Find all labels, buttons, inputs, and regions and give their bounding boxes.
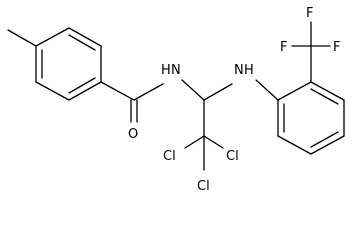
amine-aryl-bond: [255, 79, 279, 101]
amine-n-label: N: [234, 63, 244, 78]
amide-n-label: N: [171, 63, 181, 78]
aniline-ring: [277, 81, 345, 155]
toluene-ring: [35, 27, 102, 101]
fluorine-top-label: F: [306, 6, 313, 21]
structure-canvas: O H N N H Cl Cl Cl F F F: [7, 6, 345, 194]
chlorine-bottom-label: Cl: [197, 179, 210, 194]
ccl-left-bond: [184, 135, 205, 149]
aryl-carbonyl-bond: [100, 81, 135, 101]
carbonyl-amide-bond: [133, 83, 164, 101]
amide-h-label: H: [161, 63, 171, 78]
amine-h-label: H: [244, 63, 254, 78]
fluorine-left-label: F: [280, 40, 287, 55]
methyl-bond: [7, 29, 37, 47]
carbonyl-double-bond: [130, 99, 138, 123]
carbonyl-oxygen-label: O: [128, 127, 138, 142]
chemical-structure: O H N N H Cl Cl Cl F F F: [7, 6, 345, 194]
fluorine-right-label: F: [333, 40, 340, 55]
ccl-right-bond: [203, 135, 224, 149]
chlorine-left-label: Cl: [163, 149, 176, 164]
amide-methine-bond: [181, 79, 205, 101]
chlorine-right-label: Cl: [226, 149, 239, 164]
methine-amine-bond: [203, 83, 233, 101]
